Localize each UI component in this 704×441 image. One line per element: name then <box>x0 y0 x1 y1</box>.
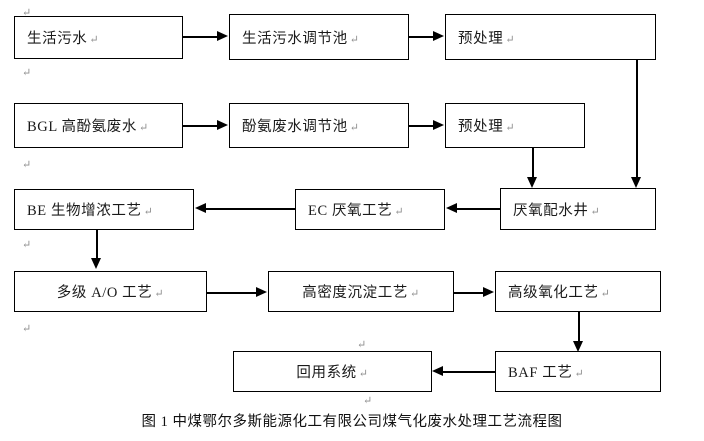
node-label: 预处理↵ <box>458 119 516 135</box>
pilcrow-mark: ↵ <box>505 122 516 134</box>
edge-be-to-multistage-ao <box>96 230 98 261</box>
arrowhead-right <box>433 120 444 130</box>
pilcrow-mark: ↵ <box>22 159 32 171</box>
edge-phenol-tank-to-pretreatment <box>409 125 435 127</box>
node-domestic-sewage[interactable]: 生活污水↵ <box>14 16 183 59</box>
node-domestic-sewage-tank[interactable]: 生活污水调节池↵ <box>229 14 409 60</box>
edge-ao-to-sedimentation <box>207 292 257 294</box>
node-anaerobic-distribution-well[interactable]: 厌氧配水井↵ <box>500 188 656 230</box>
arrowhead-right <box>483 287 494 297</box>
arrowhead-down <box>573 341 583 352</box>
node-label: 高密度沉淀工艺↵ <box>302 285 420 301</box>
edge-bgl-to-tank <box>183 125 218 127</box>
pilcrow-mark: ↵ <box>22 323 32 335</box>
node-bgl-phenol-ammonia[interactable]: BGL 高酚氨废水↵ <box>14 103 183 148</box>
pilcrow-mark: ↵ <box>154 288 165 300</box>
pilcrow-mark: ↵ <box>590 205 601 218</box>
arrowhead-down <box>91 258 101 269</box>
pilcrow-mark: ↵ <box>22 67 32 79</box>
edge-well-to-ec <box>457 208 500 210</box>
pilcrow-mark: ↵ <box>394 206 405 218</box>
node-label: 预处理↵ <box>458 30 516 47</box>
node-label: BAF 工艺↵ <box>508 365 585 381</box>
node-advanced-oxidation[interactable]: 高级氧化工艺↵ <box>495 271 661 312</box>
node-phenol-ammonia-tank[interactable]: 酚氨废水调节池↵ <box>229 103 409 148</box>
edge-domestic-sewage-to-tank <box>183 36 218 38</box>
pilcrow-mark: ↵ <box>600 288 611 300</box>
arrowhead-down <box>527 177 537 188</box>
pilcrow-mark: ↵ <box>139 122 149 134</box>
edge-pretreatment-phenol-to-well <box>532 148 534 180</box>
pilcrow-mark: ↵ <box>409 288 420 300</box>
node-label: 回用系统↵ <box>296 365 369 381</box>
node-label: EC 厌氧工艺↵ <box>308 203 405 219</box>
node-multistage-ao[interactable]: 多级 A/O 工艺↵ <box>14 271 207 312</box>
node-ec-anaerobic[interactable]: EC 厌氧工艺↵ <box>295 189 445 230</box>
arrowhead-right <box>433 31 444 41</box>
node-label: 生活污水调节池↵ <box>242 30 360 47</box>
node-label: BE 生物增浓工艺↵ <box>27 203 154 219</box>
node-label: 生活污水↵ <box>27 31 100 47</box>
pilcrow-mark: ↵ <box>89 34 100 46</box>
pilcrow-mark: ↵ <box>357 339 367 351</box>
node-label: 酚氨废水调节池↵ <box>242 119 360 135</box>
edge-baf-to-reuse <box>443 371 495 373</box>
pilcrow-mark: ↵ <box>22 239 32 251</box>
node-label: 高级氧化工艺↵ <box>508 285 611 301</box>
arrowhead-left <box>432 366 443 376</box>
arrowhead-left <box>446 203 457 213</box>
pilcrow-mark: ↵ <box>22 7 32 19</box>
arrowhead-right <box>256 287 267 297</box>
node-be-bio-enrichment[interactable]: BE 生物增浓工艺↵ <box>14 189 194 230</box>
pilcrow-mark: ↵ <box>574 368 585 380</box>
pilcrow-mark: ↵ <box>358 368 369 380</box>
edge-sedimentation-to-oxidation <box>454 292 484 294</box>
pilcrow-mark: ↵ <box>349 122 360 134</box>
node-baf-process[interactable]: BAF 工艺↵ <box>495 351 661 392</box>
node-label: 多级 A/O 工艺↵ <box>56 285 165 301</box>
node-high-density-sedimentation[interactable]: 高密度沉淀工艺↵ <box>268 271 454 312</box>
arrowhead-right <box>217 31 228 41</box>
node-pretreatment-phenol[interactable]: 预处理↵ <box>445 103 585 148</box>
node-label: 厌氧配水井↵ <box>513 202 601 219</box>
edge-pretreatment-domestic-to-well <box>636 60 638 180</box>
pilcrow-mark: ↵ <box>143 206 154 218</box>
figure-caption: 图 1 中煤鄂尔多斯能源化工有限公司煤气化废水处理工艺流程图 <box>141 414 563 430</box>
node-reuse-system[interactable]: 回用系统↵ <box>233 351 432 392</box>
pilcrow-mark: ↵ <box>349 33 360 46</box>
node-pretreatment-domestic[interactable]: 预处理↵ <box>445 14 656 60</box>
node-label: BGL 高酚氨废水↵ <box>27 119 149 135</box>
arrowhead-left <box>195 203 206 213</box>
edge-oxidation-to-baf <box>578 312 580 344</box>
pilcrow-mark: ↵ <box>363 395 373 407</box>
arrowhead-down <box>631 177 641 188</box>
edge-ec-to-be <box>206 208 295 210</box>
edge-tank-to-pretreatment <box>409 36 435 38</box>
arrowhead-right <box>217 120 228 130</box>
pilcrow-mark: ↵ <box>505 33 516 46</box>
